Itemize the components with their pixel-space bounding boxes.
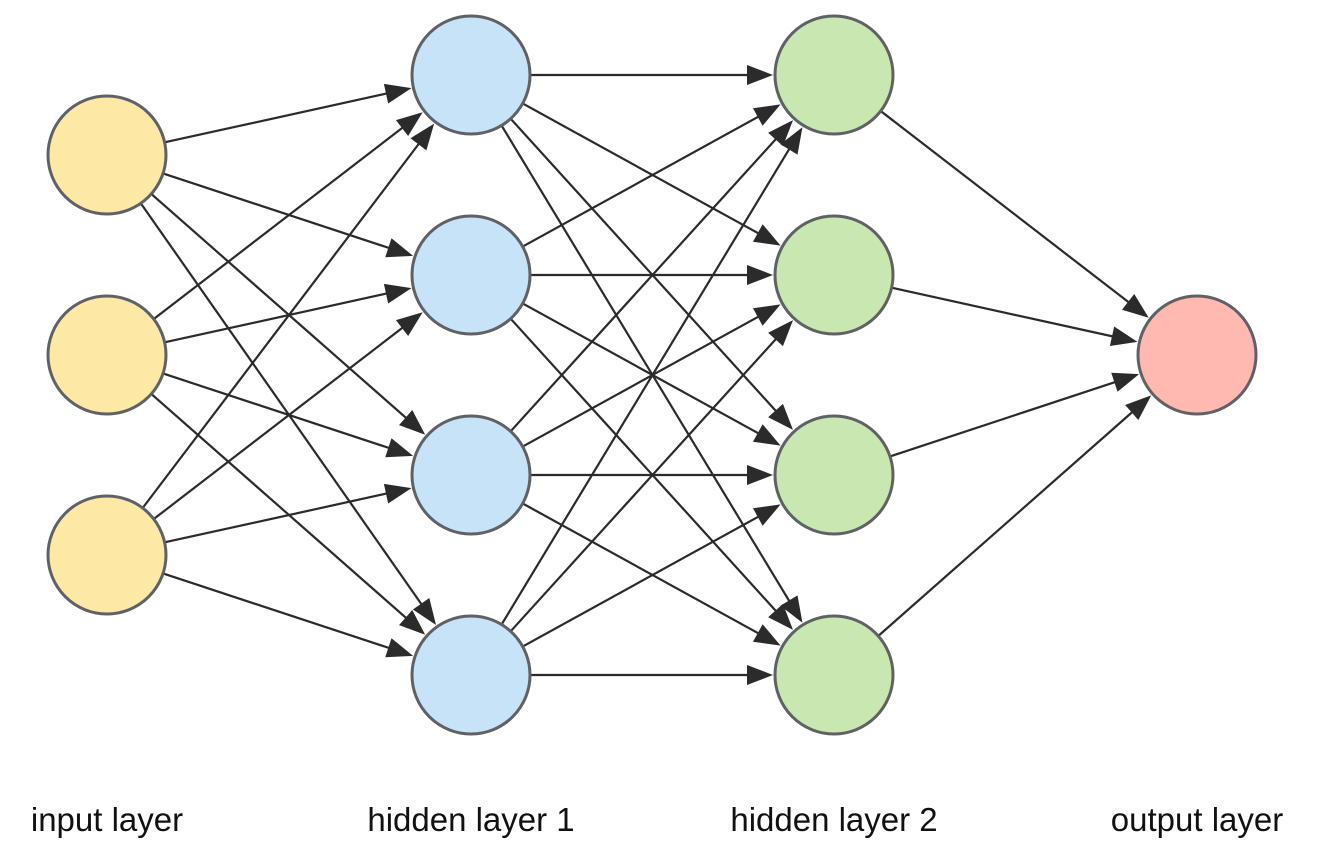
edges-group [139,65,1152,685]
arrowhead-l2-n0-to-n0 [1122,293,1149,318]
arrowhead-l0-n1-to-n3 [399,610,426,635]
hidden-1-node-2 [410,214,532,336]
edge-l0-n2-to-n1 [153,324,406,520]
edge-l0-n2-to-n2 [164,491,391,544]
arrowhead-l0-n0-to-n1 [385,238,414,258]
arrowhead-l0-n0-to-n2 [399,410,426,435]
arrowhead-l1-n0-to-n2 [768,403,794,430]
edge-l1-n0-to-n3 [500,124,792,605]
input-node-1 [46,94,168,216]
edge-l1-n3-to-n0 [500,145,792,626]
edge-l1-n2-to-n3 [522,502,762,636]
edge-l2-n1-to-n0 [891,286,1117,339]
edge-l1-n0-to-n2 [509,117,780,415]
hidden-1-node-4 [410,614,532,736]
edge-l0-n1-to-n0 [153,124,406,320]
arrowhead-l0-n1-to-n1 [383,283,412,304]
edge-l1-n2-to-n0 [509,135,780,433]
arrowhead-l1-n3-to-n0 [780,127,803,155]
edge-l1-n1-to-n2 [522,302,762,436]
arrowhead-l1-n1-to-n2 [752,424,781,446]
input-node-2 [46,294,168,416]
edge-l0-n2-to-n0 [141,140,422,509]
arrowhead-l2-n2-to-n0 [1111,372,1140,392]
hidden-2-node-3 [773,414,895,536]
edge-l0-n1-to-n3 [150,393,410,622]
edge-l0-n1-to-n2 [162,372,393,451]
arrowhead-l0-n2-to-n0 [410,123,435,151]
arrowhead-l1-n3-to-n3 [747,665,773,685]
edge-l2-n3-to-n0 [877,409,1136,637]
edge-l0-n0-to-n1 [162,172,393,251]
hidden-1-node-3 [410,414,532,536]
arrowhead-l1-n1-to-n3 [768,603,794,630]
edge-l2-n0-to-n0 [880,110,1132,306]
hidden-layer-2-label: hidden layer 2 [730,801,938,838]
arrowhead-l0-n0-to-n0 [383,83,412,104]
arrowhead-l2-n1-to-n0 [1109,326,1138,347]
input-layer-label: input layer [30,801,184,838]
nodes-group [46,14,1258,736]
arrowhead-l1-n1-to-n1 [747,265,773,285]
hidden-1-node-1 [410,14,532,136]
edge-l2-n2-to-n0 [889,380,1119,458]
hidden-layer-1-label: hidden layer 1 [367,801,575,838]
arrowhead-l1-n0-to-n3 [780,595,803,623]
arrowhead-l1-n2-to-n2 [747,465,773,485]
arrowhead-l0-n2-to-n2 [383,483,412,504]
output-node-1 [1136,294,1258,416]
arrowhead-l1-n2-to-n1 [752,304,781,326]
arrowhead-l1-n3-to-n1 [768,320,794,347]
edge-l1-n2-to-n1 [522,314,762,448]
arrowhead-l1-n3-to-n2 [752,504,781,526]
arrowhead-l1-n0-to-n0 [747,65,773,85]
edge-l1-n1-to-n3 [509,317,780,615]
arrowhead-l0-n2-to-n3 [385,638,414,658]
arrowhead-l1-n0-to-n1 [752,224,781,246]
arrowhead-l0-n1-to-n0 [395,112,423,136]
edge-l1-n3-to-n2 [522,514,762,648]
arrowhead-l2-n3-to-n0 [1125,395,1152,421]
arrowhead-l0-n1-to-n2 [385,438,414,458]
edge-l0-n2-to-n3 [162,572,393,651]
arrowhead-l1-n2-to-n3 [752,624,781,646]
output-layer-label: output layer [1110,801,1284,838]
edge-l1-n0-to-n1 [522,102,762,236]
edge-l1-n3-to-n1 [509,335,780,633]
hidden-2-node-2 [773,214,895,336]
hidden-2-node-4 [773,614,895,736]
arrowhead-l0-n0-to-n3 [412,597,437,626]
input-node-3 [46,494,168,616]
hidden-2-node-1 [773,14,895,136]
edge-l1-n1-to-n0 [522,114,762,248]
edge-l0-n1-to-n1 [164,291,391,344]
edge-l0-n0-to-n2 [150,193,410,422]
arrowhead-l0-n2-to-n1 [395,312,423,336]
edge-l0-n0-to-n3 [139,202,425,608]
edge-l0-n0-to-n0 [164,91,391,144]
arrowhead-l1-n1-to-n0 [752,104,781,126]
arrowhead-l1-n2-to-n0 [768,120,794,147]
